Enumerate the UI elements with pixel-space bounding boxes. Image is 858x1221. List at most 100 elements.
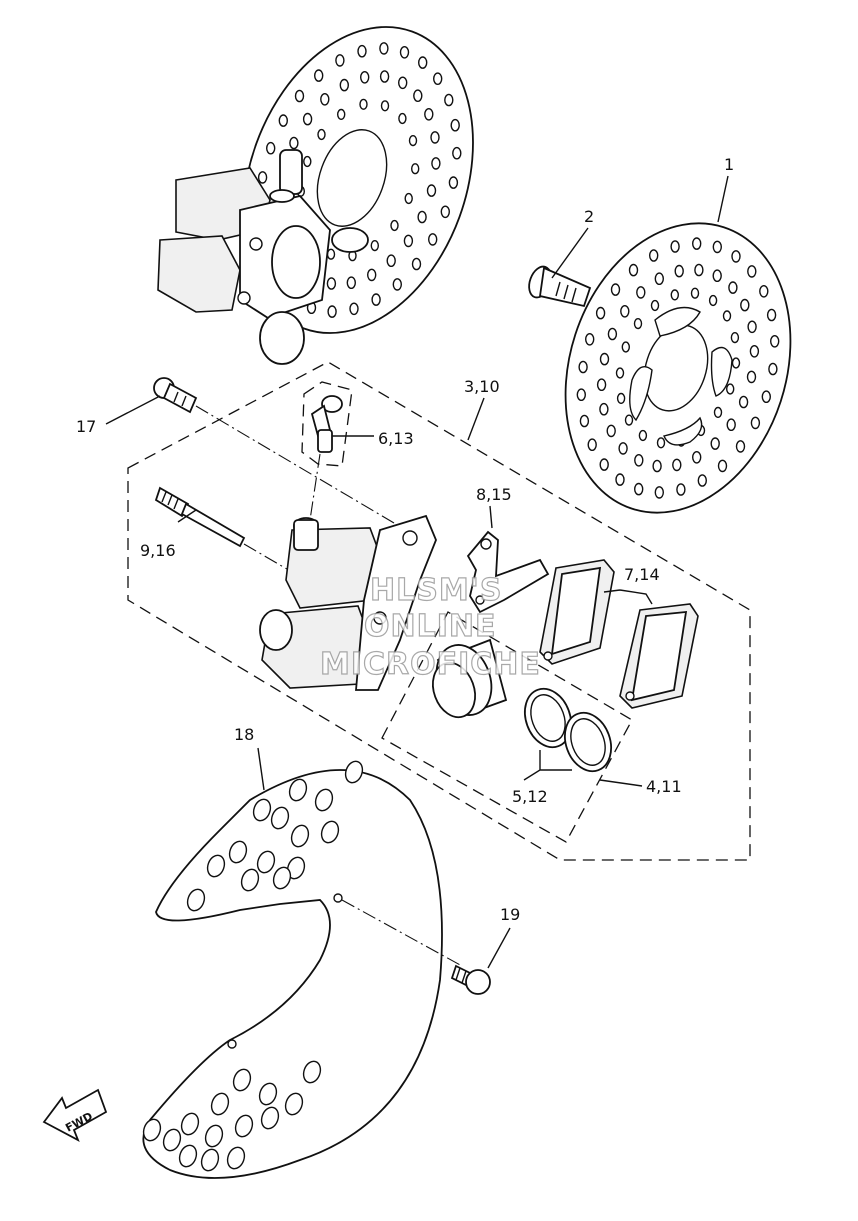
drill-hole (398, 76, 408, 90)
drill-hole (717, 459, 728, 473)
shield-vent-hole (290, 824, 310, 848)
watermark-line-1: HLSM'S (370, 573, 502, 608)
pad-spring-part-8-15 (466, 530, 550, 614)
drill-hole (408, 135, 418, 147)
label-part-4-11: 4,11 (646, 777, 682, 796)
drill-hole (379, 70, 390, 83)
drill-hole (650, 299, 660, 312)
drill-hole (587, 438, 597, 452)
drill-hole (371, 293, 381, 306)
drill-hole (747, 320, 757, 334)
drill-hole (750, 416, 761, 430)
drill-hole (607, 327, 618, 341)
drill-hole (266, 141, 276, 155)
shield-vent-hole (284, 1092, 304, 1116)
drill-hole (349, 302, 359, 316)
drill-hole (428, 233, 438, 246)
label-part-9-16: 9,16 (140, 541, 176, 560)
drill-hole (433, 72, 443, 85)
shield-vent-hole (142, 1118, 162, 1142)
drill-hole (278, 114, 288, 127)
drill-hole (712, 269, 722, 283)
drill-hole (766, 308, 777, 322)
drill-hole (624, 414, 634, 426)
drill-hole (674, 264, 684, 278)
drill-hole (430, 131, 440, 144)
brake-pads-part-7-14 (539, 559, 699, 709)
drill-hole (712, 240, 722, 254)
shield-vent-hole (240, 868, 260, 892)
drill-hole (747, 265, 757, 278)
shield-vent-hole (162, 1128, 182, 1152)
drill-hole (413, 89, 423, 102)
drill-hole (726, 383, 735, 395)
centerline-17 (195, 405, 417, 537)
drill-hole (411, 257, 422, 271)
drill-hole (418, 56, 428, 69)
drill-hole (390, 219, 399, 232)
drill-hole (738, 395, 749, 409)
label-part-8-15: 8,15 (476, 485, 512, 504)
drill-hole (585, 332, 595, 346)
drill-hole (367, 268, 377, 282)
drill-hole (740, 298, 750, 312)
drill-hole (314, 69, 324, 82)
shield-vent-hole (302, 1060, 322, 1084)
shield-vent-hole (200, 1148, 220, 1172)
drill-hole (638, 429, 648, 442)
shield-vent-hole (226, 1146, 246, 1170)
shield-vent-hole (252, 798, 272, 822)
pin-part-9-16 (154, 486, 246, 548)
label-part-2: 2 (584, 207, 594, 226)
drill-hole (599, 458, 609, 471)
drill-hole (692, 237, 702, 250)
drill-hole (257, 171, 268, 184)
drill-hole (379, 42, 389, 55)
drill-hole (327, 305, 337, 318)
bolt-part-19 (450, 964, 491, 995)
drill-hole (768, 362, 778, 376)
shield-vent-hole (232, 1068, 252, 1092)
drill-hole (618, 442, 628, 455)
drill-hole (357, 44, 367, 58)
drill-hole (770, 334, 780, 348)
shield-vent-hole (204, 1124, 224, 1148)
drill-hole (599, 352, 610, 366)
drill-hole (359, 98, 368, 110)
caliper-assembly-outline (127, 361, 751, 861)
drill-hole (722, 310, 732, 322)
shield-vent-hole (272, 866, 292, 890)
drill-hole (749, 344, 760, 358)
shield-vent-hole (320, 820, 340, 844)
drill-hole (360, 71, 370, 84)
label-part-18: 18 (234, 725, 254, 744)
drill-hole (403, 234, 414, 248)
drill-hole (392, 278, 402, 291)
seals-part-5-12 (524, 687, 612, 773)
drill-hole (731, 357, 741, 369)
drill-hole (656, 437, 666, 449)
label-part-3-10: 3,10 (464, 377, 500, 396)
drill-hole (339, 78, 349, 92)
drill-hole (726, 418, 736, 432)
drill-hole (697, 474, 707, 487)
drill-hole (578, 360, 588, 374)
shield-vent-hole (258, 1082, 278, 1106)
drill-hole (404, 192, 413, 205)
label-part-5-12: 5,12 (512, 787, 548, 806)
shield-vent-hole (314, 788, 334, 812)
shield-vent-hole (180, 1112, 200, 1136)
drill-hole (579, 414, 590, 428)
drill-hole (606, 424, 616, 438)
drill-hole (335, 54, 345, 67)
brake-disc-part-1 (564, 222, 792, 514)
drill-hole (596, 378, 607, 392)
drill-hole (320, 93, 330, 106)
drill-hole (652, 459, 662, 473)
drill-hole (398, 112, 407, 125)
drill-hole (370, 240, 379, 252)
drill-hole (448, 176, 459, 189)
label-part-19: 19 (500, 905, 520, 924)
drill-hole (440, 205, 450, 219)
drill-hole (713, 406, 723, 419)
